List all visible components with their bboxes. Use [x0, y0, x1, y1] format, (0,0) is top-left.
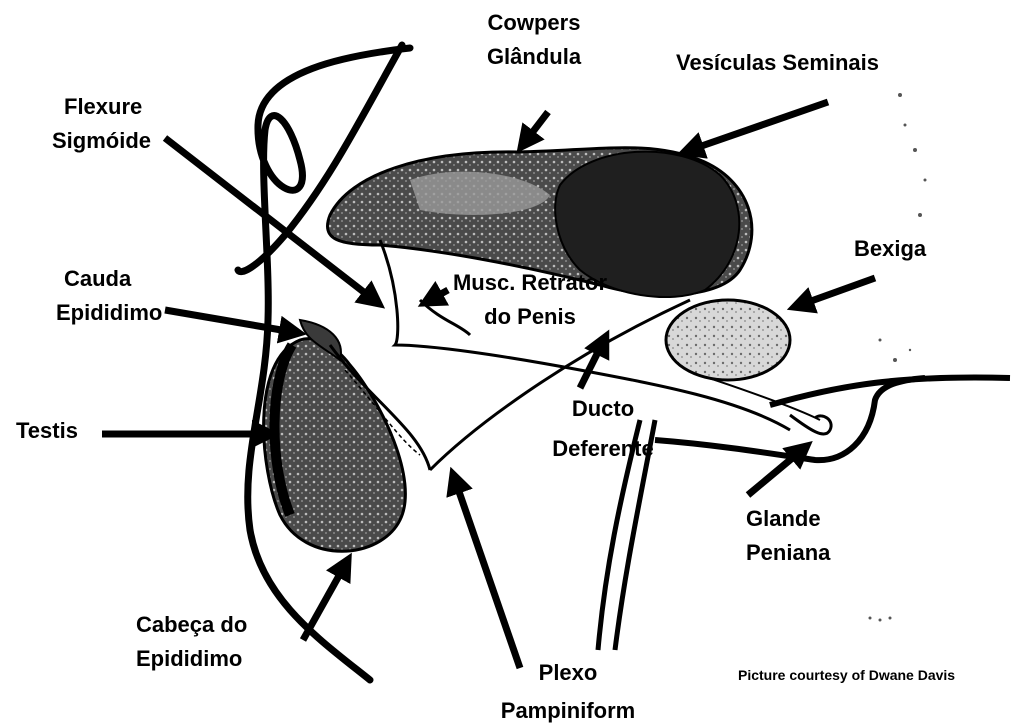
label-plexo: Plexo Pampiniform [496, 656, 640, 728]
label-glande-line2: Peniana [746, 536, 830, 570]
label-retrator-line2: do Penis [442, 300, 618, 334]
label-cabeca-line1: Cabeça do [136, 608, 247, 642]
bladder [666, 300, 790, 380]
label-ducto-line1: Ducto [548, 392, 658, 426]
image-credit: Picture courtesy of Dwane Davis [738, 666, 955, 684]
label-ducto-line2: Deferente [548, 432, 658, 466]
label-retrator-line1: Musc. Retrator [442, 266, 618, 300]
label-vesiculas-line1: Vesículas Seminais [676, 46, 879, 80]
label-ducto: Ducto Deferente [548, 392, 658, 466]
arrow-bexiga [800, 278, 875, 305]
scan-noise [869, 93, 927, 622]
label-cowpers: Cowpers Glândula [482, 6, 586, 74]
label-cowpers-line1: Cowpers [482, 6, 586, 40]
label-cabeca: Cabeça do Epididimo [136, 608, 247, 676]
label-glande: Glande Peniana [746, 502, 830, 570]
label-bexiga-line1: Bexiga [854, 232, 926, 266]
label-retrator: Musc. Retrator do Penis [442, 266, 618, 334]
label-plexo-line2: Pampiniform [496, 694, 640, 728]
label-vesiculas: Vesículas Seminais [676, 46, 879, 80]
label-cauda-line2: Epididimo [56, 296, 162, 330]
testis-shape [264, 320, 406, 551]
label-bexiga: Bexiga [854, 232, 926, 266]
arrow-plexo-1 [455, 480, 520, 668]
label-cowpers-line2: Glândula [482, 40, 586, 74]
label-flexure: Flexure Sigmóide [52, 90, 151, 158]
arrow-cabeca [303, 565, 345, 640]
arrow-cauda [165, 310, 293, 332]
label-plexo-line1: Plexo [496, 656, 640, 690]
arrow-ducto [580, 342, 603, 388]
arrow-vesiculas [690, 102, 828, 150]
arrow-cowpers [525, 112, 548, 142]
label-cabeca-line2: Epididimo [136, 642, 247, 676]
label-testis-line1: Testis [16, 414, 78, 448]
label-flexure-line1: Flexure [52, 90, 151, 124]
label-flexure-line2: Sigmóide [52, 124, 151, 158]
label-cauda: Cauda Epididimo [56, 262, 162, 330]
label-cauda-line1: Cauda [56, 262, 162, 296]
label-testis: Testis [16, 414, 78, 448]
label-glande-line1: Glande [746, 502, 830, 536]
